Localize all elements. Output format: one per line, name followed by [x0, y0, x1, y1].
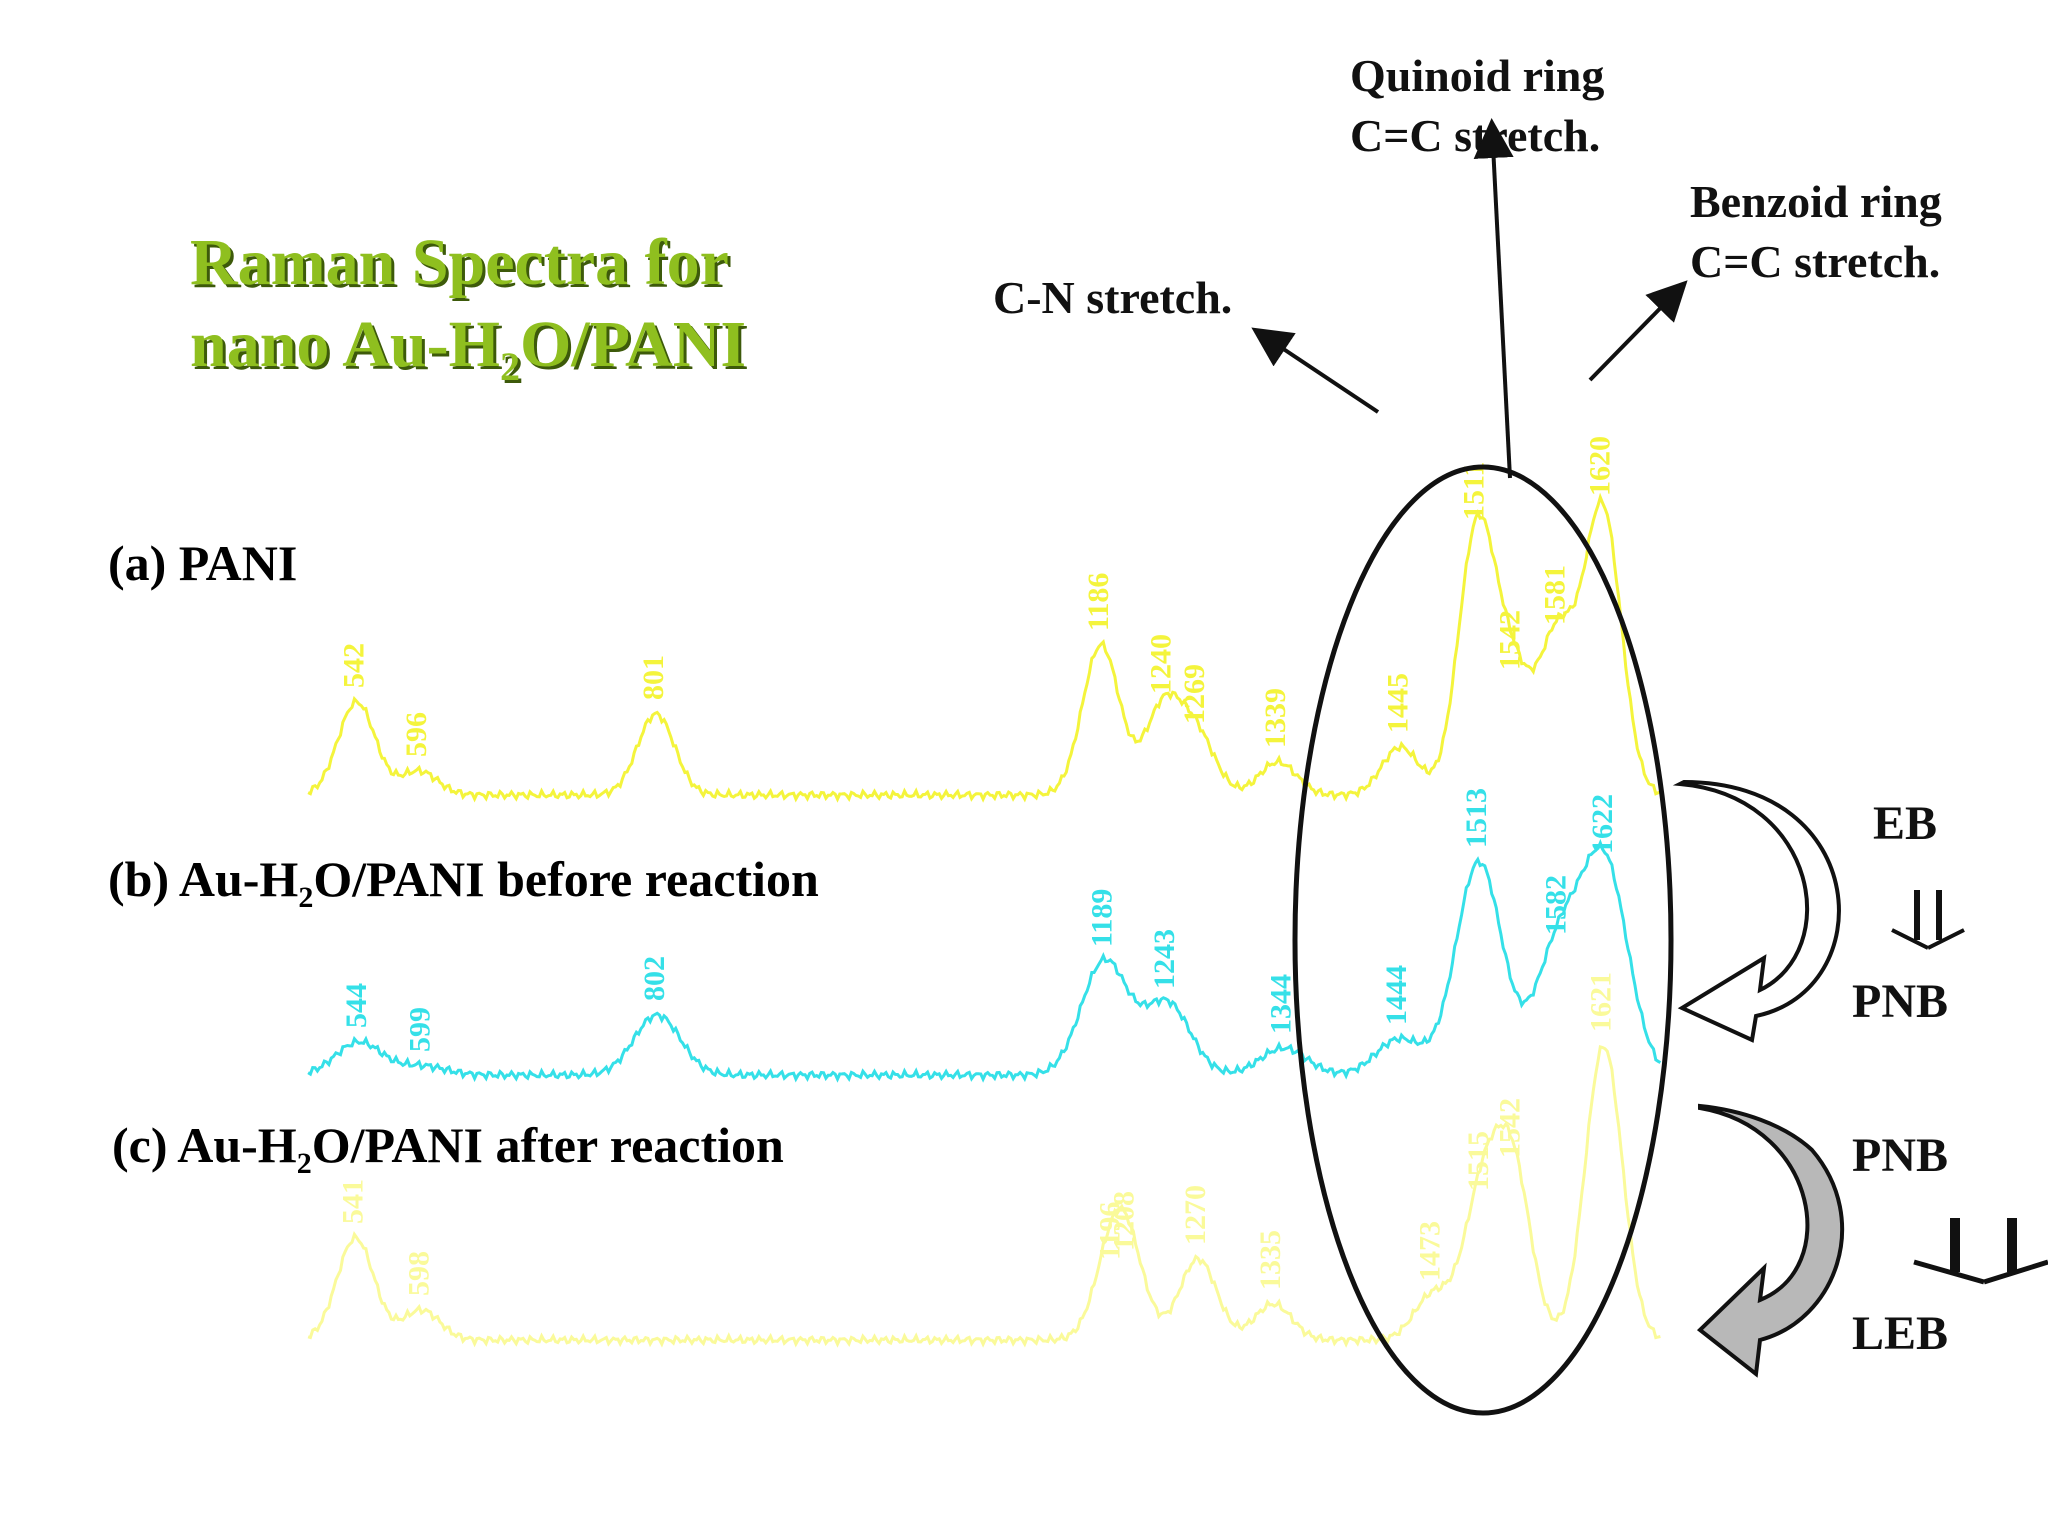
peak-label-a-542: 542 [338, 643, 371, 688]
series-label-b: (b) Au-H2O/PANI before reaction [108, 851, 819, 914]
series-label-c: (c) Au-H2O/PANI after reaction [112, 1117, 784, 1180]
peak-label-c-1208: 1208 [1107, 1191, 1140, 1251]
state-leb: LEB [1852, 1307, 1949, 1360]
chart-title: Raman Spectra for nano Au-H2O/PANI [190, 222, 747, 390]
peak-label-c-1515: 1515 [1462, 1131, 1495, 1191]
peak-label-b-1243: 1243 [1148, 929, 1181, 989]
peak-label-c-1196: 1196 [1093, 1202, 1126, 1260]
benzoid-pointer-arrow [1588, 280, 1688, 382]
cn-stretch-annotation: C-N stretch. [993, 272, 1233, 323]
peak-label-a-1581: 1581 [1538, 565, 1571, 625]
cn-pointer-arrow [1251, 327, 1380, 414]
down-arrow-pnb-leb [1913, 1218, 2048, 1285]
peak-label-b-1622: 1622 [1586, 794, 1619, 854]
peak-label-c-541: 541 [336, 1179, 369, 1224]
down-arrow-eb-pnb [1891, 890, 1965, 950]
peak-label-c-1335: 1335 [1254, 1230, 1287, 1290]
title-line-1: Raman Spectra for [190, 226, 729, 299]
highlight-ellipse [1292, 464, 1674, 1416]
state-pnb-lower: PNB [1852, 1129, 1948, 1182]
spectrum-line-a [307, 492, 1661, 803]
peak-label-a-596: 596 [400, 712, 433, 757]
peak-label-b-599: 599 [403, 1007, 436, 1052]
peak-label-b-802: 802 [638, 956, 671, 1001]
quinoid-pointer-arrow [1473, 118, 1514, 479]
peak-label-a-1269: 1269 [1178, 664, 1211, 724]
peak-label-a-1240: 1240 [1144, 634, 1177, 694]
peak-label-b-1582: 1582 [1540, 875, 1573, 935]
state-pnb-upper: PNB [1852, 975, 1948, 1028]
peak-label-c-1270: 1270 [1179, 1185, 1212, 1245]
peak-label-b-544: 544 [340, 983, 373, 1028]
spectrum-line-c [307, 1045, 1661, 1348]
peak-label-c-1621: 1621 [1585, 972, 1618, 1032]
peak-label-b-1444: 1444 [1380, 965, 1413, 1025]
peak-label-a-1445: 1445 [1381, 673, 1414, 733]
spectrum-line-b [307, 838, 1662, 1083]
peak-label-b-1189: 1189 [1085, 889, 1118, 947]
peak-label-a-1620: 1620 [1583, 436, 1616, 496]
series-label-a: (a) PANI [108, 535, 298, 591]
curved-arrow-grey [1696, 1103, 1845, 1378]
peak-label-c-1473: 1473 [1414, 1221, 1447, 1281]
peak-label-c-1542: 1542 [1493, 1098, 1526, 1158]
state-eb: EB [1873, 797, 1938, 850]
peak-label-a-1542: 1542 [1493, 610, 1526, 670]
curved-arrow-white [1672, 779, 1841, 1043]
peak-label-b-1344: 1344 [1264, 974, 1297, 1034]
peak-label-a-801: 801 [637, 655, 670, 700]
peak-label-a-1186: 1186 [1082, 573, 1115, 631]
peak-label-b-1513: 1513 [1460, 788, 1493, 848]
title-line-2: nano Au-H2O/PANI [190, 308, 747, 390]
peak-label-c-598: 598 [402, 1251, 435, 1296]
peak-label-a-1339: 1339 [1259, 688, 1292, 748]
benzoid-annotation: Benzoid ring C=C stretch. [1690, 176, 1942, 287]
